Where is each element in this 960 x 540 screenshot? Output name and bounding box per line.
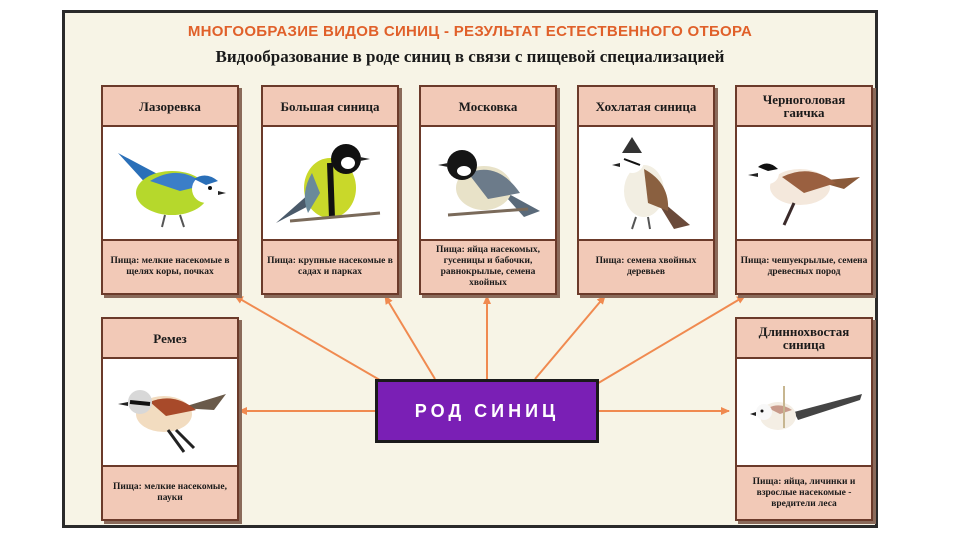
species-card-great-tit: Большая синица Пища: крупные насекомые в… xyxy=(261,85,399,295)
blue-tit-icon xyxy=(103,127,237,239)
species-card-crested-tit: Хохлатая синица Пища: семена хвойных дер… xyxy=(577,85,715,295)
marsh-tit-icon xyxy=(737,127,871,239)
species-card-marsh-tit: Черноголовая гаичка Пища: чешуекрылые, с… xyxy=(735,85,873,295)
species-food: Пища: мелкие насекомые в щелях коры, поч… xyxy=(103,239,237,293)
great-tit-icon xyxy=(263,127,397,239)
species-card-penduline: Ремез Пища: мелкие насекомые, пауки xyxy=(101,317,239,521)
species-food: Пища: яйца насекомых, гусеницы и бабочки… xyxy=(421,239,555,293)
species-name: Черноголовая гаичка xyxy=(737,87,871,127)
species-name: Лазоревка xyxy=(103,87,237,127)
species-food: Пища: чешуекрылые, семена древесных поро… xyxy=(737,239,871,293)
species-card-blue-tit: Лазоревка Пища: мелкие насекомые в щелях… xyxy=(101,85,239,295)
coal-tit-icon xyxy=(421,127,555,239)
species-food: Пища: семена хвойных деревьев xyxy=(579,239,713,293)
arrow-to-blue-tit xyxy=(235,296,385,383)
species-name: Хохлатая синица xyxy=(579,87,713,127)
genus-box: РОД СИНИЦ xyxy=(375,379,599,443)
species-food: Пища: яйца, личинки и взрослые насекомые… xyxy=(737,465,871,519)
species-name: Длиннохвостая синица xyxy=(737,319,871,359)
species-card-coal-tit: Московка Пища: яйца насекомых, гусеницы … xyxy=(419,85,557,295)
arrow-to-crested-tit xyxy=(535,296,605,379)
species-name: Большая синица xyxy=(263,87,397,127)
arrow-to-marsh-tit xyxy=(595,296,745,385)
crested-tit-icon xyxy=(579,127,713,239)
species-food: Пища: мелкие насекомые, пауки xyxy=(103,465,237,519)
poster: МНОГООБРАЗИЕ ВИДОВ СИНИЦ - РЕЗУЛЬТАТ ЕСТ… xyxy=(62,10,878,528)
long-tailed-tit-icon xyxy=(737,359,871,465)
species-card-long-tailed: Длиннохвостая синица Пища: яйца, личинки… xyxy=(735,317,873,521)
species-name: Ремез xyxy=(103,319,237,359)
species-name: Московка xyxy=(421,87,555,127)
species-food: Пища: крупные насекомые в садах и парках xyxy=(263,239,397,293)
penduline-tit-icon xyxy=(103,359,237,465)
arrow-to-great-tit xyxy=(385,296,435,379)
